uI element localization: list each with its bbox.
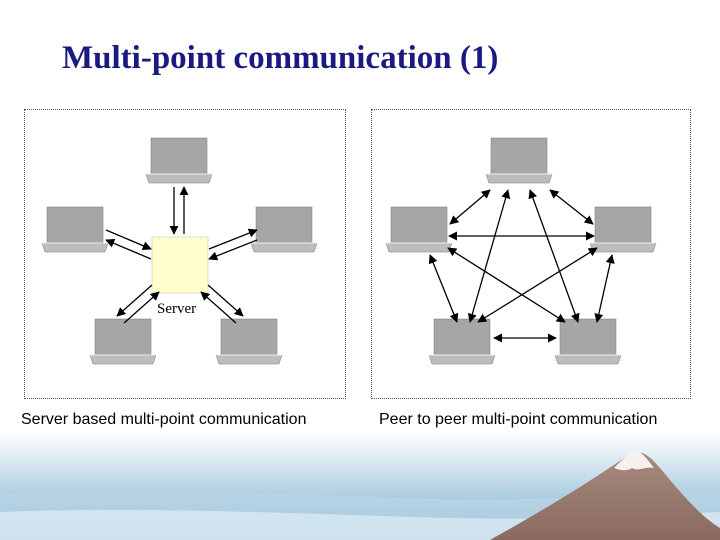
peer-to-peer-caption: Peer to peer multi-point communication [379, 411, 658, 428]
mountain-icon [490, 451, 720, 540]
server-based-panel [24, 109, 346, 399]
peer-to-peer-panel [371, 109, 691, 399]
server-based-caption: Server based multi-point communication [21, 411, 307, 428]
page-title: Multi-point communication (1) [62, 40, 499, 76]
mountain-banner [0, 432, 720, 540]
